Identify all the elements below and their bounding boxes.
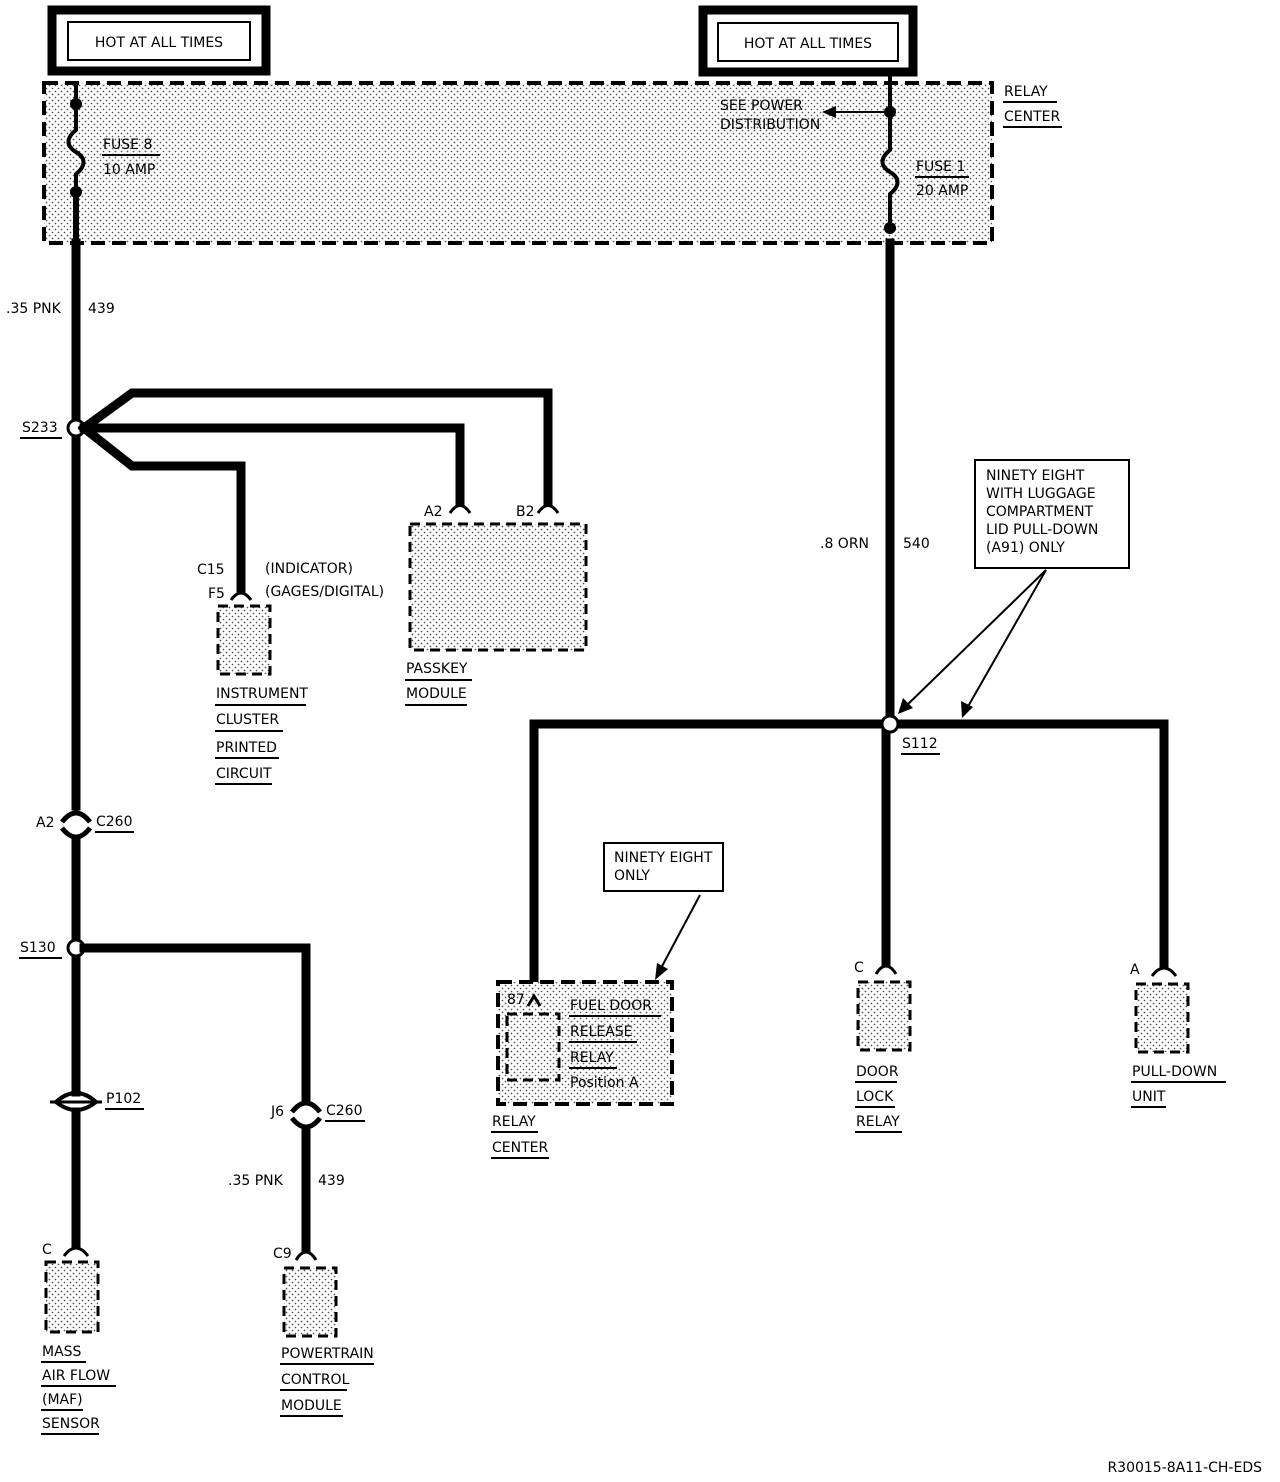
instrument-cluster-box	[216, 604, 272, 676]
pcm-label-1: POWERTRAIN	[281, 1346, 374, 1362]
ic-pin: F5	[208, 586, 225, 602]
relay-center-label-2: CENTER	[1004, 109, 1060, 125]
passkey-label-1: PASSKEY	[406, 661, 468, 677]
note-ninety-box	[603, 842, 724, 892]
fuel-door-label-2: RELEASE	[570, 1024, 633, 1040]
note-luggage-1: NINETY EIGHT	[986, 468, 1085, 484]
note-luggage-2: WITH LUGGAGE	[986, 486, 1096, 502]
splice-s233-label: S233	[22, 420, 58, 436]
relay-center-bottom-2: CENTER	[492, 1140, 548, 1156]
c260-top-label: C260	[96, 814, 133, 830]
fuel-door-label-3: RELAY	[570, 1050, 614, 1066]
ic-connector: C15	[197, 562, 225, 578]
connector-c260-bottom	[290, 1100, 322, 1130]
power-source-right: HOT AT ALL TIMES	[698, 5, 918, 77]
wire-to-pulldown	[893, 719, 1169, 969]
wire-to-passkey-a2	[79, 423, 465, 507]
relay-center-bottom-1: RELAY	[492, 1114, 536, 1130]
wire-left-bottom-circuit: 439	[318, 1173, 345, 1189]
fuse8-rating: 10 AMP	[103, 162, 155, 178]
wire-left-gauge: .35 PNK	[6, 301, 62, 317]
note-luggage-4: LID PULL-DOWN	[986, 522, 1098, 538]
maf-label-3: (MAF)	[42, 1392, 83, 1408]
figure-id: R30015-8A11-CH-EDS	[1107, 1460, 1262, 1476]
note-luggage-5: (A91) ONLY	[986, 540, 1065, 556]
door-lock-relay-box	[856, 980, 912, 1052]
fuse8-name: FUSE 8	[103, 137, 152, 153]
see-power-line2: DISTRIBUTION	[720, 117, 820, 133]
relay-center-label-1: RELAY	[1004, 84, 1048, 100]
pulldown-unit-box	[1134, 982, 1190, 1054]
maf-pin: C	[42, 1242, 52, 1258]
splice-s130-label: S130	[20, 940, 56, 956]
see-power-line1: SEE POWER	[720, 98, 803, 114]
passkey-pin-a: A2	[424, 504, 442, 520]
pcm-label-3: MODULE	[281, 1398, 342, 1414]
door-lock-label-2: LOCK	[856, 1089, 894, 1105]
power-label-right: HOT AT ALL TIMES	[744, 36, 872, 52]
splice-s112	[880, 714, 900, 734]
maf-label-2: AIR FLOW	[42, 1368, 110, 1384]
pulldown-pin: A	[1130, 962, 1140, 978]
relay-center-box	[42, 81, 994, 245]
note-luggage-box	[974, 459, 1130, 569]
fuel-door-label-4: Position A	[570, 1075, 639, 1091]
passkey-module-box	[408, 522, 588, 652]
passkey-pin-b: B2	[516, 504, 535, 520]
pcm-box	[282, 1266, 338, 1338]
fuse-8	[66, 83, 86, 243]
door-lock-label-3: RELAY	[856, 1114, 900, 1130]
note-ninety-2: ONLY	[614, 868, 650, 884]
note-luggage-3: COMPARTMENT	[986, 504, 1094, 520]
ic-label-4: CIRCUIT	[216, 766, 272, 782]
c260-bottom-pin: J6	[270, 1104, 284, 1120]
wire-left-bottom-gauge: .35 PNK	[228, 1173, 284, 1189]
door-lock-pin: C	[854, 960, 864, 976]
maf-label-1: MASS	[42, 1344, 82, 1360]
maf-label-4: SENSOR	[42, 1416, 100, 1432]
pulldown-label-1: PULL-DOWN	[1132, 1064, 1217, 1080]
c260-bottom-label: C260	[326, 1103, 363, 1119]
pcm-label-2: CONTROL	[281, 1372, 350, 1388]
ic-label-3: PRINTED	[216, 740, 277, 756]
fuse-1	[880, 72, 900, 234]
fuse1-rating: 20 AMP	[916, 183, 968, 199]
pcm-pin: C9	[273, 1246, 292, 1262]
wire-right-gauge: .8 ORN	[820, 536, 869, 552]
fuse1-name: FUSE 1	[916, 159, 965, 175]
maf-sensor-box	[44, 1260, 100, 1334]
power-label-left: HOT AT ALL TIMES	[95, 35, 223, 51]
wire-left-circuit: 439	[88, 301, 115, 317]
ic-label-2: CLUSTER	[216, 712, 279, 728]
power-source-left: HOT AT ALL TIMES	[47, 5, 271, 76]
note-ninety-1: NINETY EIGHT	[614, 850, 713, 866]
passkey-label-2: MODULE	[406, 686, 467, 702]
wire-to-passkey-b2	[77, 388, 553, 507]
splice-s112-label: S112	[902, 736, 938, 752]
ic-note1: (INDICATOR)	[265, 561, 353, 577]
wire-to-pcm	[79, 943, 311, 1105]
ic-label-1: INSTRUMENT	[216, 686, 308, 702]
door-lock-label-1: DOOR	[856, 1064, 899, 1080]
p102-label: P102	[106, 1091, 141, 1107]
fuel-door-label-1: FUEL DOOR	[570, 998, 652, 1014]
ic-note2: (GAGES/DIGITAL)	[265, 584, 384, 600]
pulldown-label-2: UNIT	[1132, 1089, 1166, 1105]
wire-to-fuel-door	[529, 719, 887, 985]
c260-top-pin: A2	[36, 815, 54, 831]
connector-c260-top	[60, 810, 92, 840]
fuel-door-pin: 87	[507, 992, 525, 1008]
fuel-door-relay-box	[505, 1012, 561, 1082]
wire-to-instrument-cluster	[77, 421, 246, 595]
wire-right-circuit: 540	[903, 536, 930, 552]
